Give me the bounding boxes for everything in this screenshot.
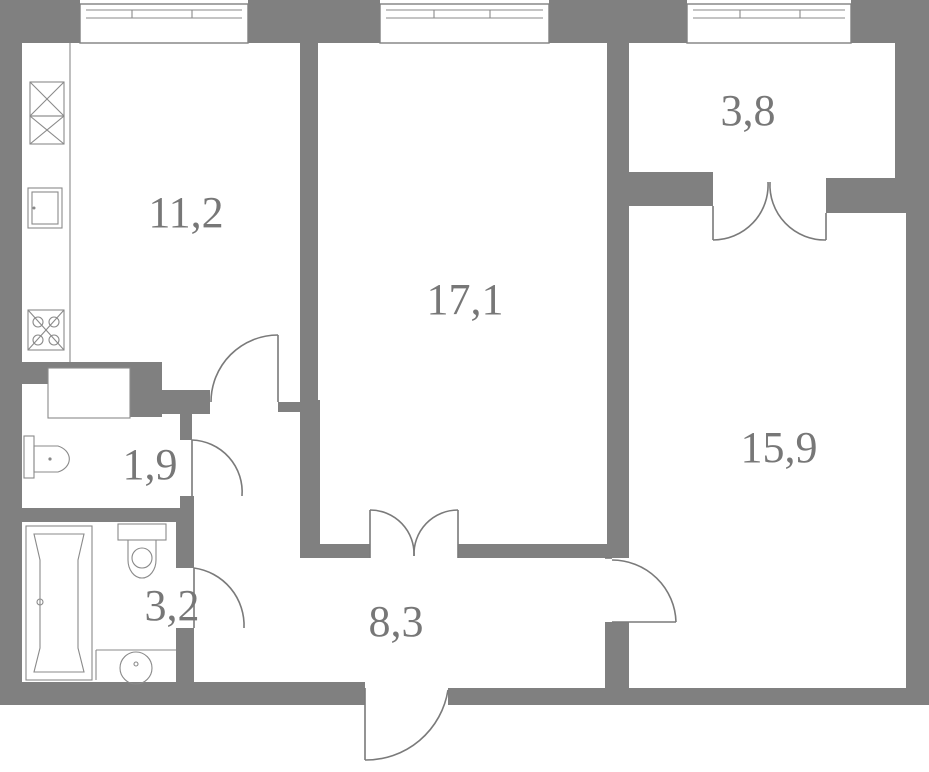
bedroom-area-label: 17,1 [427,275,504,324]
walls [0,0,929,705]
storage-area-label: 3,8 [721,86,776,135]
kitchen-fixtures [27,43,71,362]
kitchen-area-label: 11,2 [148,188,223,237]
area-labels: 11,2 17,1 3,8 15,9 1,9 3,2 8,3 [123,86,818,646]
wc-area-label: 1,9 [123,440,178,489]
hallway-area-label: 8,3 [369,597,424,646]
living-room-area-label: 15,9 [741,423,818,472]
bathroom-fixtures [25,523,176,685]
bathroom-area-label: 3,2 [145,581,200,630]
wc-fixtures [23,367,131,479]
windows [79,3,852,44]
doors [191,181,827,761]
